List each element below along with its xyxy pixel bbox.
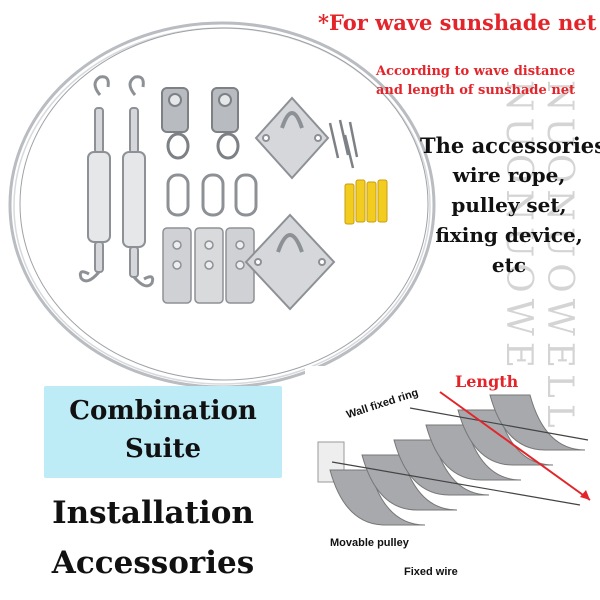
quick-links <box>166 173 258 217</box>
suite-label: Combination Suite <box>44 392 282 468</box>
pad-eye-plate-top <box>254 96 330 180</box>
install-heading: Installation Accessories <box>8 488 298 588</box>
pulley-left <box>161 87 190 160</box>
wall-anchors <box>344 179 388 225</box>
diagram-length-label: Length <box>455 372 519 391</box>
turnbuckle-right <box>122 75 155 288</box>
accessories-list: wire rope, pulley set, fixing device, et… <box>420 160 598 280</box>
suite-line-2: Suite <box>124 434 202 464</box>
watermark: NUONUOWELL NUONUOWE <box>498 80 580 434</box>
fixing-clamps <box>162 227 255 304</box>
subline-line-1: According to wave distance <box>376 64 576 79</box>
suite-line-1: Combination <box>69 396 257 426</box>
diagram-pulley-label: Movable pulley <box>330 537 409 549</box>
headline: *For wave sunshade net <box>318 10 597 35</box>
accessory-item: fixing device, <box>435 223 583 247</box>
suite-badge <box>44 386 282 478</box>
accessory-item: etc <box>491 253 527 277</box>
install-line-2: Accessories <box>51 545 255 581</box>
accessory-item: wire rope, <box>452 163 566 187</box>
pulley-right <box>211 87 240 160</box>
subline: According to wave distance and length of… <box>376 62 596 100</box>
screws <box>328 119 359 169</box>
subline-line-2: and length of sunshade net <box>376 83 576 98</box>
installation-diagram <box>305 366 600 600</box>
accessories-title: The accessories: <box>420 133 600 158</box>
install-line-1: Installation <box>52 495 254 531</box>
diagram-wire-label: Fixed wire <box>404 566 458 578</box>
accessory-item: pulley set, <box>451 193 567 217</box>
pad-eye-plate-bottom <box>244 213 336 311</box>
turnbuckle-left <box>78 75 111 283</box>
